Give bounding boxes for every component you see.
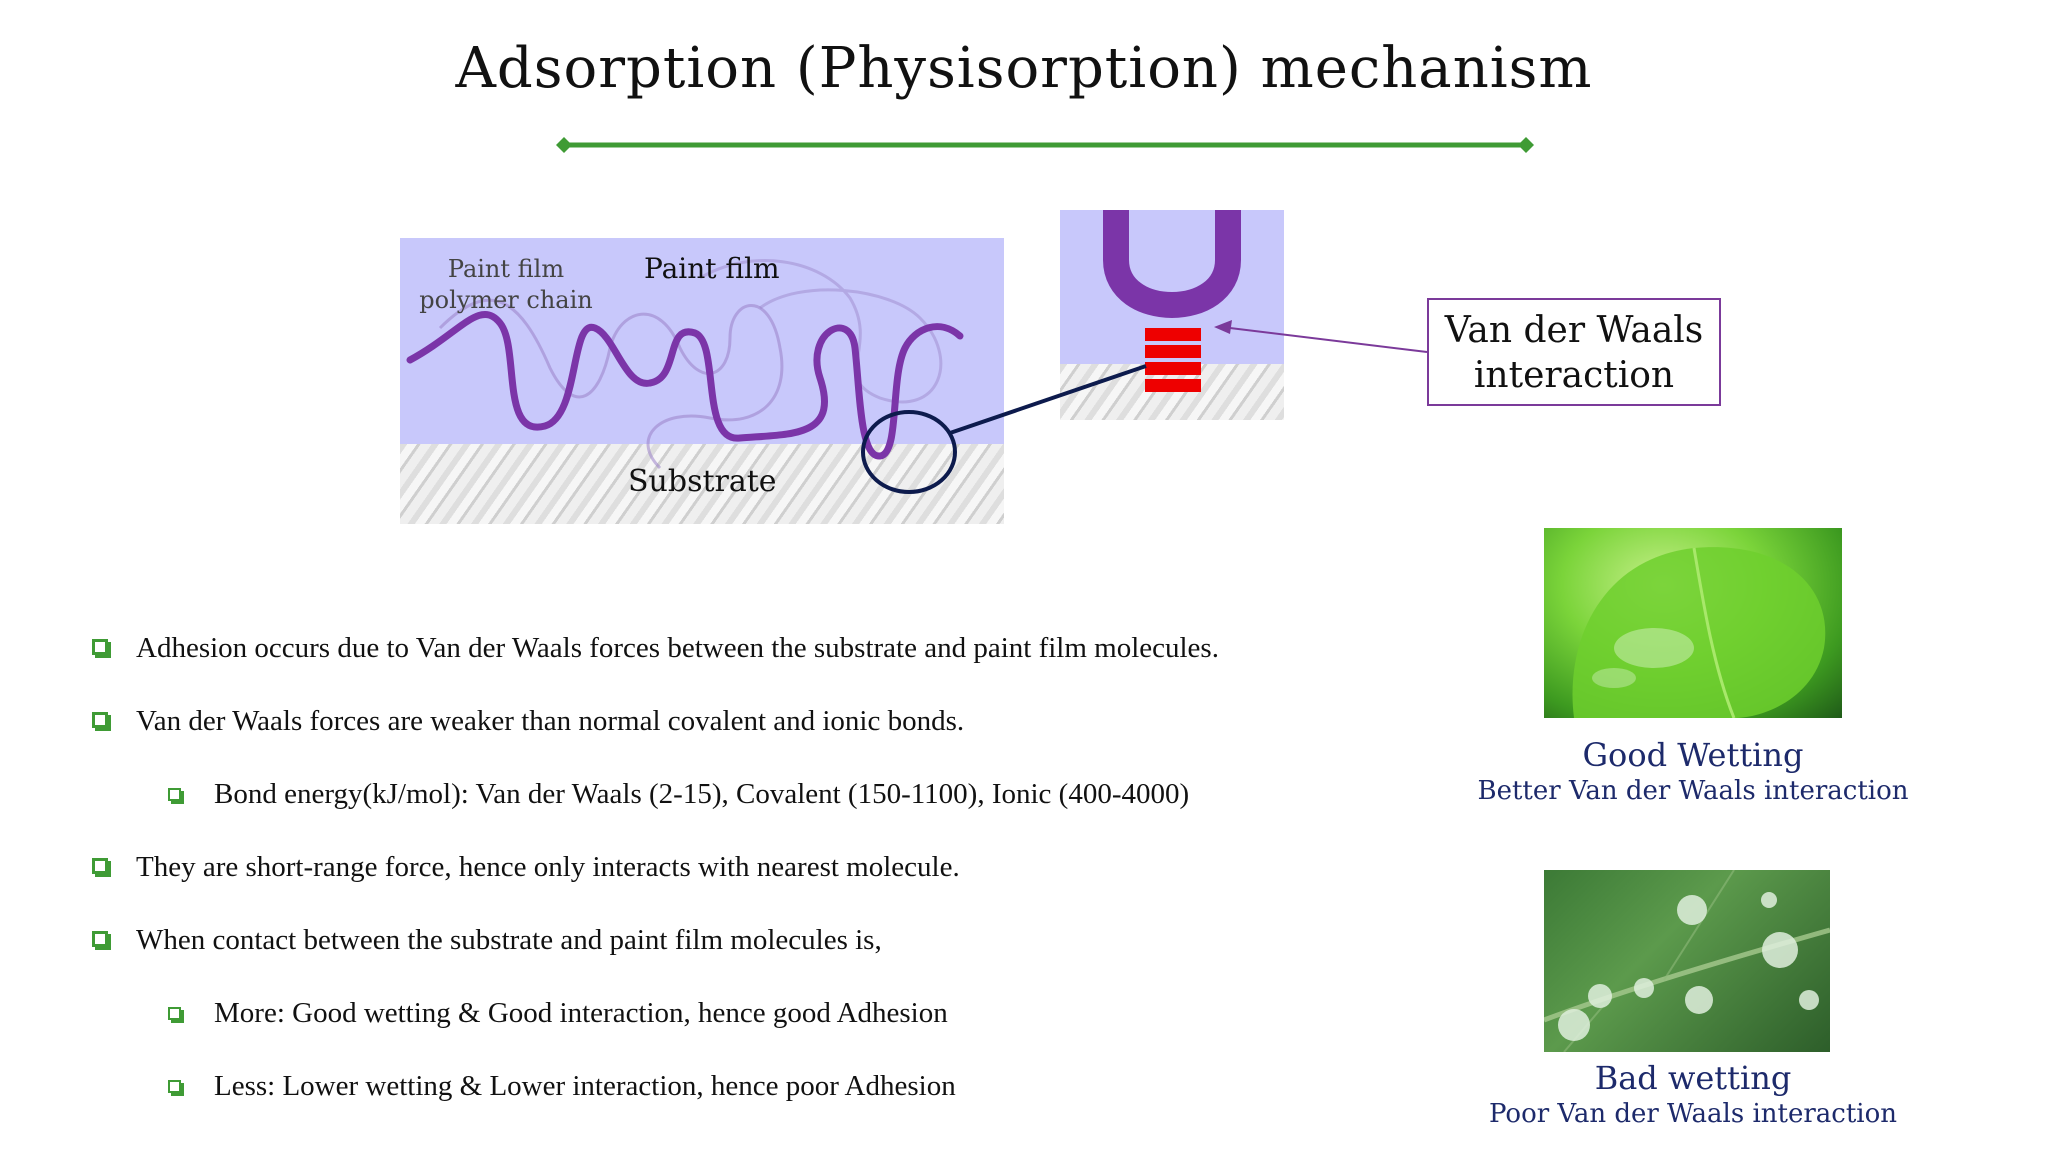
zoom-polymer-u [1103,210,1241,318]
sub-bullet-item: Bond energy(kJ/mol): Van der Waals (2-15… [88,774,1448,847]
good-wetting-subtitle: Better Van der Waals interaction [1477,776,1909,806]
background-chain [699,259,943,404]
diagram-connectors [861,320,1428,494]
paint-film-label: Paint film [644,252,780,285]
bullet-list: Adhesion occurs due to Van der Waals for… [88,628,1448,1139]
bullet-item: Van der Waals forces are weaker than nor… [88,701,1448,774]
sub-bullet-item: Less: Lower wetting & Lower interaction,… [88,1066,1448,1139]
vdw-arrow-line [1229,327,1428,353]
polymer-chain [406,310,964,460]
adhesion-diagram: Paint film polymer chain Paint film Subs… [400,238,1004,524]
good-wetting-title: Good Wetting [1582,736,1804,774]
substrate-label: Substrate [628,464,777,499]
bad-wetting-title: Bad wetting [1594,1059,1792,1097]
leaf-illustration [1572,547,1826,718]
bond-bar [1145,345,1201,358]
bullet-item: When contact between the substrate and p… [88,920,1448,993]
checkbox-bullet-icon [92,931,111,950]
substrate-layer [400,444,1004,524]
checkbox-bullet-icon [92,858,111,877]
checkbox-bullet-icon [168,1007,184,1023]
title-divider [556,137,1534,153]
bad-wetting-subtitle: Poor Van der Waals interaction [1488,1099,1897,1129]
divider-left-diamond [556,137,572,153]
checkbox-bullet-icon [168,1080,184,1096]
vdw-arrowhead [1214,320,1232,334]
bullet-item: Adhesion occurs due to Van der Waals for… [88,628,1448,701]
checkbox-bullet-icon [168,788,184,804]
bullet-item: They are short-range force, hence only i… [88,847,1448,920]
zoom-diagram [1060,210,1284,420]
checkbox-bullet-icon [92,712,111,731]
bond-bar [1145,362,1201,375]
magnify-circle [861,410,957,494]
polymer-chains [406,259,964,470]
droplets-illustration [1544,870,1830,1052]
sub-bullet-item: More: Good wetting & Good interaction, h… [88,993,1448,1066]
bond-bar [1145,328,1201,341]
checkbox-bullet-icon [92,639,111,658]
divider-right-diamond [1518,137,1534,153]
vdw-interaction-label: Van der Waals interaction [1427,298,1721,406]
good-wetting-photo [1544,528,1842,718]
zoom-shapes [1103,210,1241,392]
magnify-line [949,364,1147,435]
slide-title: Adsorption (Physisorption) mechanism [455,36,1593,101]
polymer-chain-label: Paint film polymer chain [419,255,593,314]
bad-wetting-photo [1544,870,1830,1052]
bond-bar [1145,379,1201,392]
